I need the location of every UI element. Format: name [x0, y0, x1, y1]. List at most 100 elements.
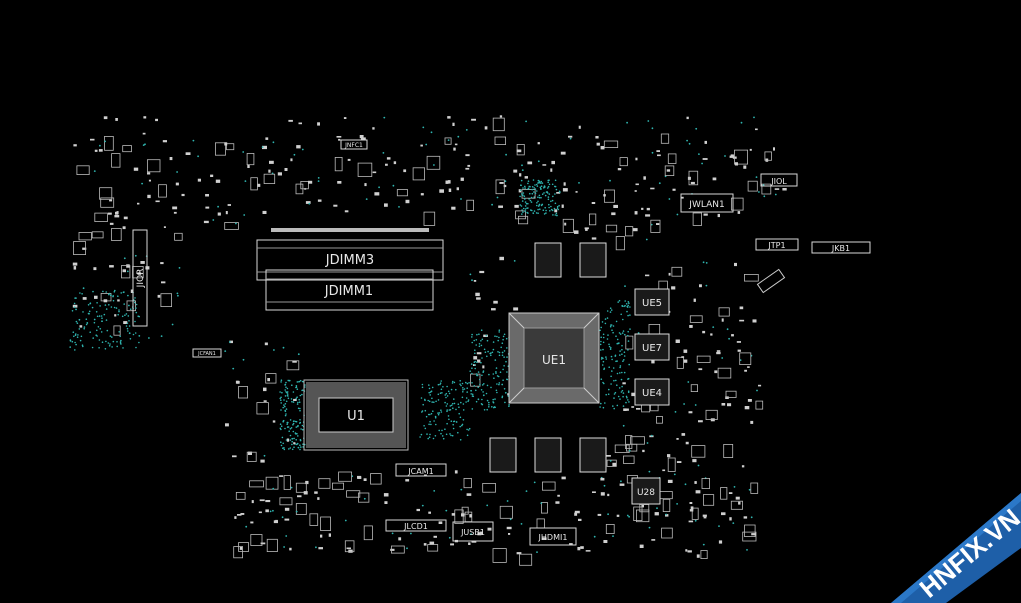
- via: [299, 444, 301, 447]
- pad: [277, 172, 282, 176]
- via: [391, 532, 394, 535]
- via: [627, 304, 629, 307]
- via: [283, 399, 285, 401]
- small-ic: [731, 197, 744, 211]
- via: [455, 421, 458, 423]
- chip-u28[interactable]: U28: [631, 477, 661, 505]
- via: [458, 406, 460, 409]
- pad: [721, 512, 726, 516]
- small-ic: [94, 212, 108, 223]
- via: [178, 267, 181, 269]
- connector-jwlan1[interactable]: JWLAN1: [680, 193, 734, 213]
- via: [615, 379, 617, 382]
- via: [600, 358, 603, 360]
- pad: [574, 230, 579, 234]
- chip-ue7[interactable]: UE7: [634, 333, 670, 361]
- via: [286, 426, 289, 428]
- via: [676, 213, 679, 216]
- pad: [499, 115, 503, 118]
- connector-jior[interactable]: JIOR: [132, 229, 148, 327]
- connector-jnfc1[interactable]: JNFC1: [340, 139, 368, 150]
- pad: [317, 122, 320, 126]
- chip-ue4[interactable]: UE4: [634, 378, 670, 406]
- pad: [688, 411, 693, 414]
- via: [555, 212, 558, 215]
- small-ic: [463, 477, 472, 489]
- via: [628, 363, 630, 366]
- via: [530, 209, 532, 211]
- via: [378, 186, 380, 189]
- pad: [737, 349, 741, 352]
- via: [651, 151, 654, 154]
- pad: [73, 144, 77, 147]
- pad: [205, 206, 210, 209]
- via: [556, 205, 559, 208]
- via: [474, 349, 476, 352]
- chip-u1[interactable]: U1: [303, 379, 409, 451]
- pad: [714, 370, 718, 374]
- via: [461, 382, 464, 385]
- via: [627, 390, 630, 393]
- connector-jcam1[interactable]: JCAM1: [395, 463, 447, 477]
- via: [292, 424, 294, 426]
- via: [485, 392, 488, 395]
- pad: [372, 127, 375, 130]
- pad: [454, 143, 458, 146]
- connector-jcfan1[interactable]: JCFAN1: [192, 348, 222, 358]
- via: [272, 141, 275, 144]
- pad: [556, 192, 561, 194]
- via: [698, 153, 700, 156]
- via: [87, 312, 90, 315]
- pad: [666, 169, 671, 172]
- connector-jiol[interactable]: JIOL: [760, 173, 798, 187]
- via: [621, 348, 623, 351]
- via: [79, 292, 81, 294]
- via: [410, 532, 412, 535]
- pad: [578, 518, 582, 521]
- ue1-label: UE1: [542, 353, 566, 367]
- pad: [103, 299, 108, 303]
- via: [474, 367, 477, 370]
- pad: [215, 179, 221, 183]
- pad: [232, 455, 237, 458]
- via: [117, 295, 119, 298]
- via: [648, 526, 651, 529]
- pad: [550, 168, 553, 172]
- connector-jhdmi1[interactable]: JHDMI1: [529, 527, 577, 546]
- via: [455, 408, 457, 411]
- dimm-slot-jdimm3[interactable]: JDIMM3: [256, 239, 444, 281]
- via: [98, 339, 101, 341]
- pad: [730, 154, 734, 157]
- via: [141, 182, 144, 185]
- pad: [667, 479, 673, 483]
- connector-jkb1[interactable]: JKB1: [811, 241, 871, 254]
- pad: [689, 502, 693, 504]
- pad: [654, 512, 659, 516]
- chip-ue5[interactable]: UE5: [634, 288, 670, 316]
- chip-ue1[interactable]: UE1: [508, 312, 600, 404]
- via: [447, 139, 450, 142]
- dimm-slot-jdimm1[interactable]: JDIMM1: [265, 269, 434, 311]
- via: [610, 375, 612, 378]
- small-ic: [246, 451, 257, 462]
- pad: [143, 116, 147, 119]
- pad: [140, 261, 145, 264]
- via: [135, 303, 138, 306]
- pad: [451, 513, 455, 516]
- via: [297, 424, 299, 427]
- pad: [290, 158, 293, 162]
- pad: [268, 169, 271, 173]
- via: [423, 425, 425, 427]
- via: [537, 196, 539, 198]
- via: [447, 390, 450, 393]
- via: [623, 351, 626, 354]
- pad: [643, 176, 646, 180]
- connector-jlcd1[interactable]: JLCD1: [385, 519, 447, 532]
- small-ic: [744, 524, 756, 538]
- via: [78, 318, 81, 321]
- via: [439, 382, 442, 385]
- connector-jtp1[interactable]: JTP1: [755, 238, 799, 251]
- connector-jusb1[interactable]: JUSB1: [452, 521, 494, 542]
- pad: [317, 497, 320, 500]
